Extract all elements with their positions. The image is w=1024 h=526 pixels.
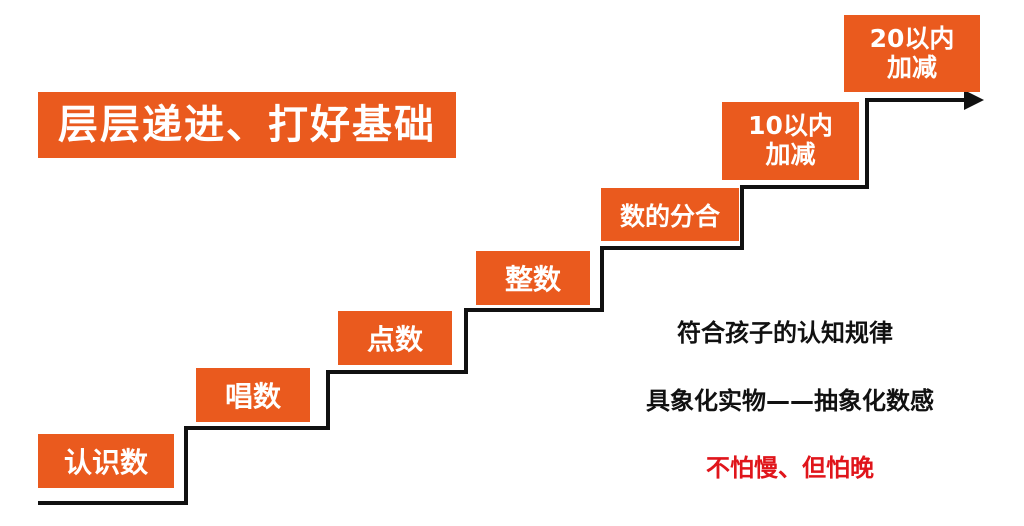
step-7-label-line1: 20以内: [869, 23, 955, 53]
step-3-label: 点数: [366, 323, 423, 356]
step-6-label-line2: 加减: [765, 140, 816, 169]
step-7-label-line2: 加减: [886, 52, 937, 82]
diagram-title: 层层递进、打好基础: [38, 92, 456, 158]
step-3-box: 点数: [338, 311, 452, 365]
step-6-box: 10以内 加减: [722, 102, 859, 180]
step-5-label: 数的分合: [619, 201, 720, 231]
step-6-label: 10以内 加减: [748, 111, 833, 170]
step-6-label-line1: 10以内: [748, 111, 833, 141]
step-1-label: 认识数: [63, 446, 148, 479]
step-4-box: 整数: [476, 251, 590, 305]
note-progression: 具象化实物——抽象化数感: [646, 387, 934, 415]
step-7-label: 20以内 加减: [869, 23, 955, 83]
note-motto: 不怕慢、但怕晚: [706, 454, 874, 482]
staircase-path: [38, 98, 968, 505]
step-1-box: 认识数: [38, 434, 174, 488]
step-2-label: 唱数: [224, 380, 281, 413]
step-7-box: 20以内 加减: [844, 15, 980, 92]
arrow-head-icon: [964, 90, 984, 110]
step-5-box: 数的分合: [601, 188, 739, 241]
note-principle: 符合孩子的认知规律: [677, 319, 893, 347]
step-4-label: 整数: [504, 263, 561, 296]
step-2-box: 唱数: [196, 368, 310, 422]
